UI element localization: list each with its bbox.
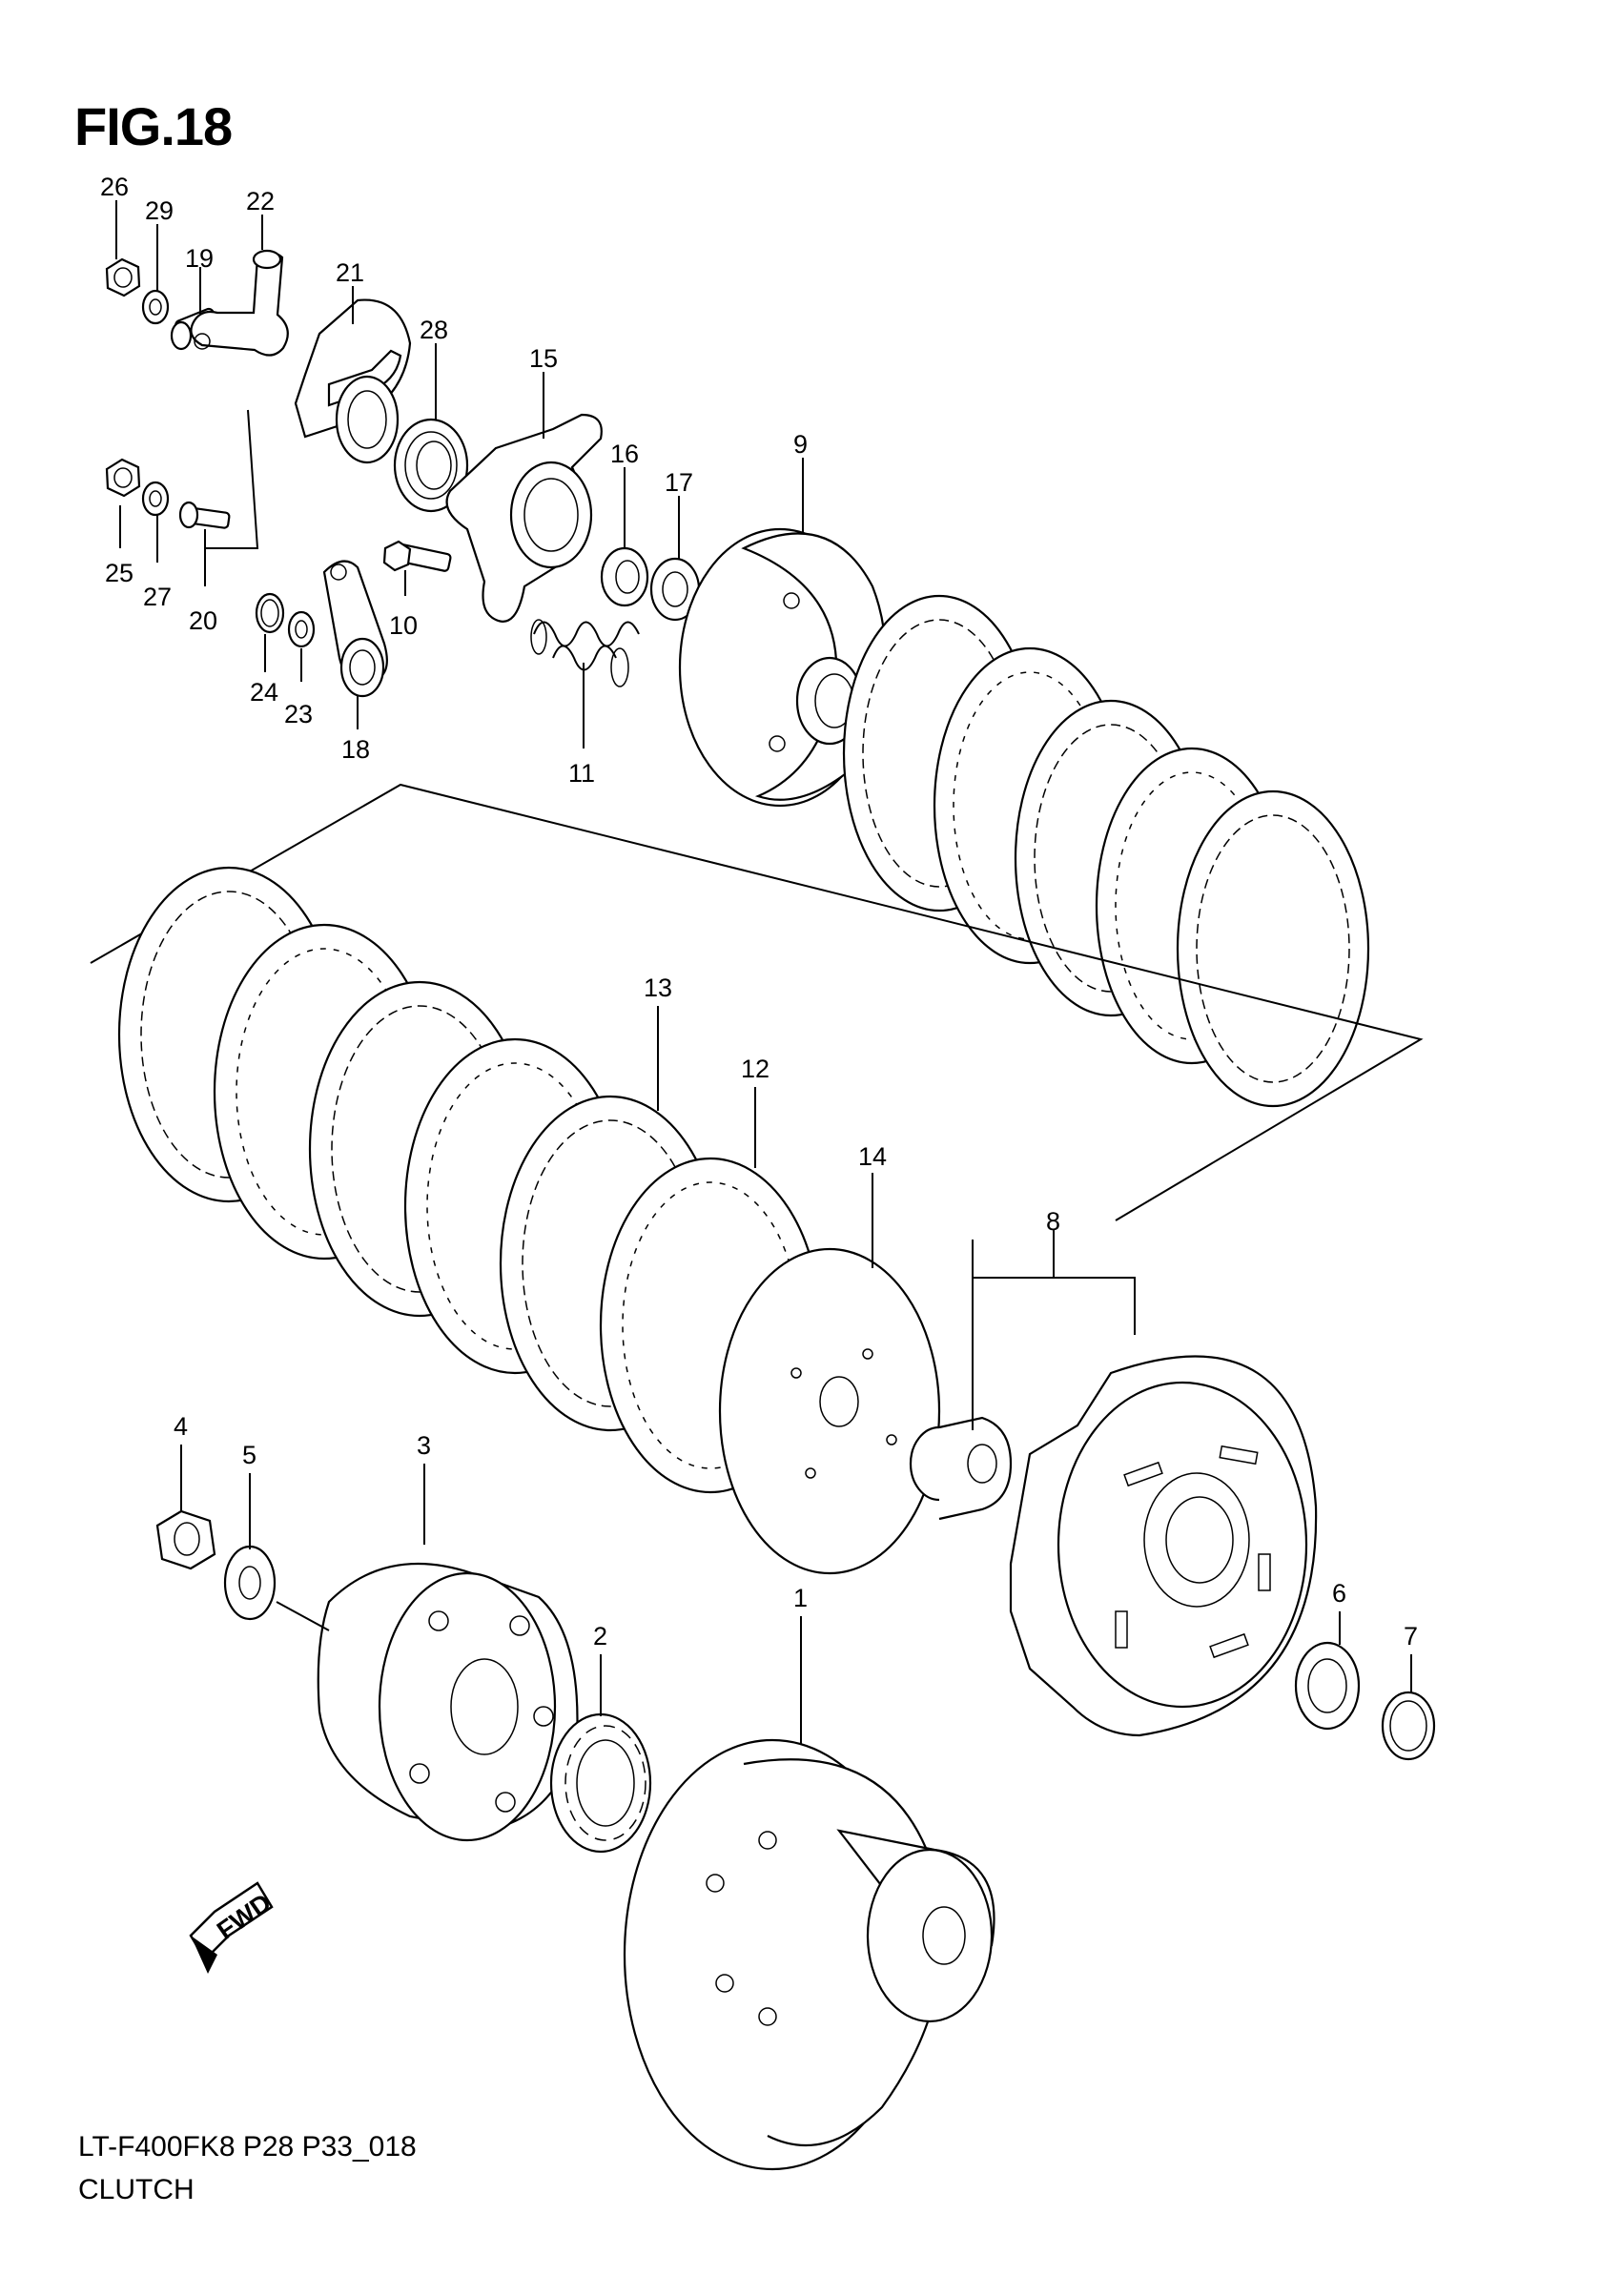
model-code: LT-F400FK8 P28 P33_018 xyxy=(78,2131,417,2163)
bearing-28 xyxy=(393,418,469,513)
callout-10: 10 xyxy=(389,611,418,640)
callout-27: 27 xyxy=(143,583,172,611)
callout-18: 18 xyxy=(341,735,370,764)
callout-9: 9 xyxy=(793,430,808,459)
callout-7: 7 xyxy=(1404,1622,1418,1650)
callout-15: 15 xyxy=(529,344,558,373)
figure-caption: CLUTCH xyxy=(78,2174,195,2205)
callout-1: 1 xyxy=(793,1584,808,1612)
figure-title: FIG.18 xyxy=(74,96,233,156)
one-way-clutch-2 xyxy=(549,1712,652,1854)
callout-19: 19 xyxy=(185,244,214,273)
callout-16: 16 xyxy=(610,440,639,468)
upper-disc-stack xyxy=(842,594,1370,1108)
clutch-plate-14 xyxy=(718,1247,941,1575)
callout-6: 6 xyxy=(1332,1579,1346,1608)
callout-11: 11 xyxy=(568,759,595,788)
arm-22 xyxy=(190,249,289,357)
callout-17: 17 xyxy=(665,468,693,497)
callout-28: 28 xyxy=(420,316,448,344)
callout-2: 2 xyxy=(593,1622,607,1650)
washer-23 xyxy=(287,610,316,648)
clutch-housing-8 xyxy=(1009,1355,1318,1737)
circlip-24 xyxy=(255,592,285,634)
circlip-7 xyxy=(1381,1691,1436,1761)
callout-26: 26 xyxy=(100,173,129,201)
callout-3: 3 xyxy=(417,1431,431,1460)
callout-29: 29 xyxy=(145,196,174,225)
clutch-sleeve-hub-3 xyxy=(317,1562,579,1842)
callout-12: 12 xyxy=(741,1055,769,1083)
lifter-arm-18 xyxy=(322,560,388,698)
bolt-10 xyxy=(382,540,452,572)
callout-14: 14 xyxy=(858,1142,887,1171)
bracket-21 xyxy=(294,298,412,464)
callout-numbers: 26 29 19 22 21 28 15 16 17 9 25 27 20 10… xyxy=(100,173,1418,1650)
callout-21: 21 xyxy=(336,258,364,287)
clutch-drum-1 xyxy=(623,1738,995,2171)
springs-11 xyxy=(530,619,640,687)
bolt-20 xyxy=(178,501,231,529)
nut-26 xyxy=(105,257,141,297)
leader-lines xyxy=(115,200,1412,1745)
washer-29 xyxy=(141,289,170,325)
lifter-plate-15 xyxy=(445,413,603,623)
nut-25 xyxy=(105,458,141,498)
callout-22: 22 xyxy=(246,187,275,215)
washer-5 xyxy=(223,1545,277,1621)
callout-5: 5 xyxy=(242,1441,256,1469)
callout-24: 24 xyxy=(250,678,278,707)
nut-4 xyxy=(155,1509,216,1570)
callout-20: 20 xyxy=(189,606,217,635)
washer-27 xyxy=(141,481,170,517)
washer-6 xyxy=(1294,1641,1361,1731)
callout-25: 25 xyxy=(105,559,133,587)
collar-16 xyxy=(600,546,649,607)
callout-13: 13 xyxy=(644,974,672,1002)
middle-disc-stack xyxy=(117,866,822,1494)
callout-8: 8 xyxy=(1046,1207,1060,1236)
fwd-arrow-icon: FWD xyxy=(189,1881,277,1974)
callout-23: 23 xyxy=(284,700,313,728)
callout-4: 4 xyxy=(174,1412,188,1441)
spacer-8a xyxy=(909,1416,1013,1521)
